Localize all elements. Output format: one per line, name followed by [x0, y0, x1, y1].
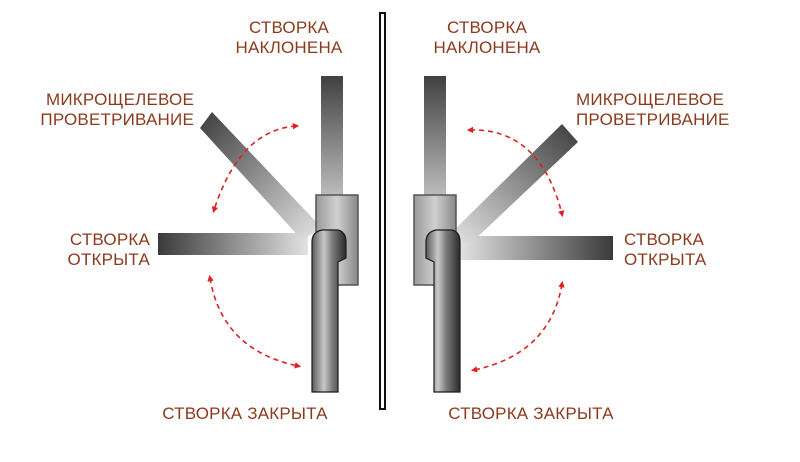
left-tilted-label: СТВОРКА НАКЛОНЕНА — [214, 18, 364, 58]
right-tilted-label-line1: СТВОРКА — [446, 18, 528, 37]
right-micro-label-line1: МИКРОЩЕЛЕВОЕ — [576, 90, 724, 109]
left-micro-label: МИКРОЩЕЛЕВОЕ ПРОВЕТРИВАНИЕ — [4, 90, 194, 130]
right-open-label-line2: ОТКРЫТА — [624, 250, 707, 269]
right-micro-position-bar — [452, 124, 578, 246]
right-lower-rotation-arrow — [470, 280, 565, 373]
left-handle-group — [158, 76, 359, 393]
right-tilted-label-line2: НАКЛОНЕНА — [433, 38, 541, 57]
left-micro-label-line1: МИКРОЩЕЛЕВОЕ — [46, 90, 194, 109]
window-frame-divider — [379, 12, 386, 410]
left-upper-rotation-arrow — [211, 123, 300, 214]
right-open-label-line1: СТВОРКА — [624, 230, 705, 249]
left-micro-label-line2: ПРОВЕТРИВАНИЕ — [40, 110, 194, 129]
left-tilted-label-line2: НАКЛОНЕНА — [235, 38, 343, 57]
left-open-label: СТВОРКА ОТКРЫТА — [40, 230, 150, 270]
right-open-position-bar — [460, 236, 613, 260]
right-handle-group — [413, 76, 613, 393]
left-open-label-line1: СТВОРКА — [69, 230, 150, 249]
right-closed-handle — [425, 229, 461, 393]
right-micro-label-line2: ПРОВЕТРИВАНИЕ — [576, 110, 730, 129]
left-closed-label: СТВОРКА ЗАКРЫТА — [162, 404, 328, 423]
left-tilted-label-line1: СТВОРКА — [248, 18, 330, 37]
left-closed-handle — [311, 229, 347, 393]
left-lower-rotation-arrow — [207, 274, 302, 369]
left-micro-position-bar — [200, 112, 322, 240]
left-open-position-bar — [158, 233, 308, 255]
right-micro-label: МИКРОЩЕЛЕВОЕ ПРОВЕТРИВАНИЕ — [576, 90, 776, 130]
left-open-label-line2: ОТКРЫТА — [67, 250, 150, 269]
right-closed-label: СТВОРКА ЗАКРЫТА — [448, 404, 614, 423]
right-open-label: СТВОРКА ОТКРЫТА — [624, 230, 744, 270]
right-tilted-label: СТВОРКА НАКЛОНЕНА — [412, 18, 562, 58]
